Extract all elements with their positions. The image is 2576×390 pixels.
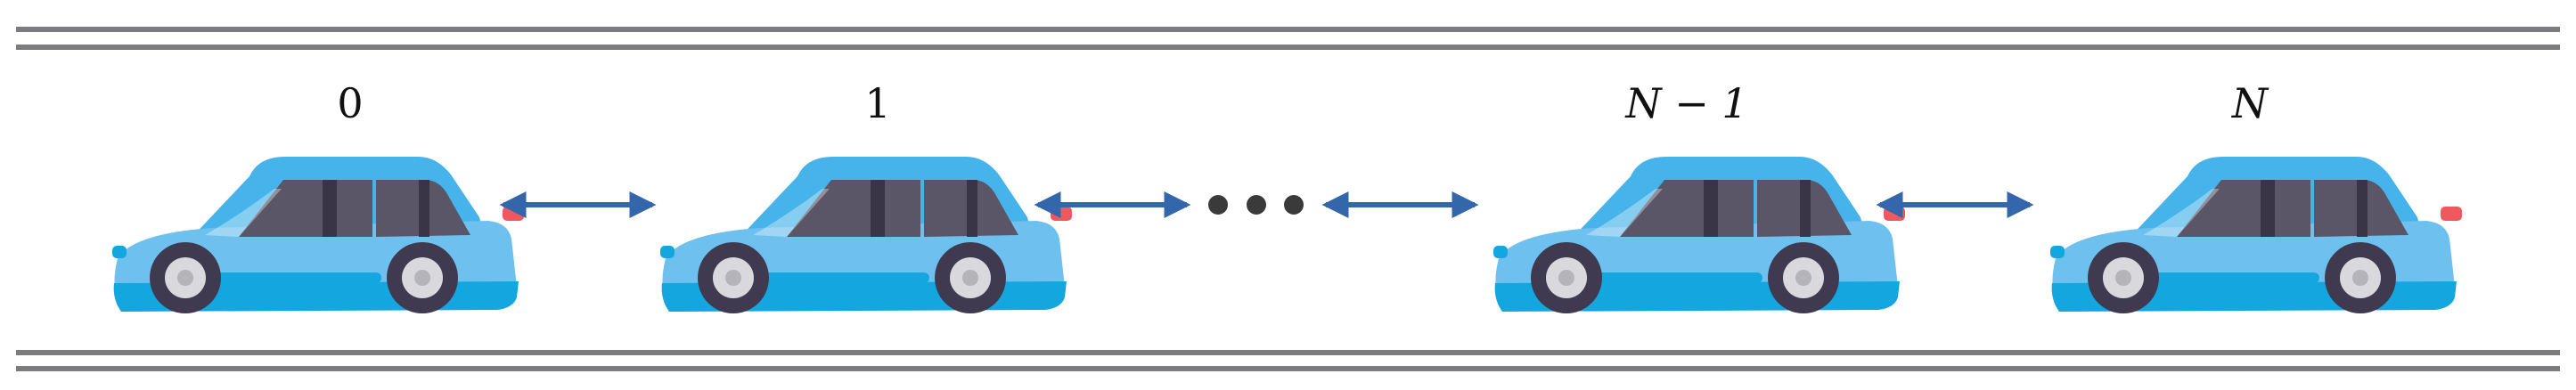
- car-front-window: [239, 180, 372, 237]
- ellipsis-dot: [1284, 195, 1304, 215]
- car-hub: [725, 270, 741, 286]
- car-taillight: [1884, 207, 1905, 221]
- car-hub: [1795, 270, 1811, 286]
- car: [1493, 157, 1905, 313]
- car-windshield-glare: [1586, 189, 1663, 237]
- car-window-pillar-rear: [967, 180, 977, 237]
- car: [2050, 157, 2462, 313]
- vehicle-label: 1: [864, 79, 890, 127]
- ellipsis-dot: [1208, 195, 1228, 215]
- car-window-pillar: [871, 180, 885, 237]
- vehicle-chain: 0 1 N − 1 N: [112, 79, 2462, 313]
- car-front-window: [787, 180, 920, 237]
- car-windshield-glare: [2143, 189, 2220, 237]
- car-headlight: [1493, 246, 1508, 258]
- car: [112, 157, 524, 313]
- car-taillight: [2441, 207, 2462, 221]
- road-top-line-outer: [16, 27, 2560, 32]
- vehicle-label: 0: [337, 79, 363, 127]
- car-side-stripe: [760, 272, 929, 283]
- ellipsis-dot: [1247, 195, 1266, 215]
- car-windshield-glare: [753, 189, 830, 237]
- road: [16, 27, 2560, 371]
- car-hub: [414, 270, 430, 286]
- car-window-pillar: [1704, 180, 1718, 237]
- vehicle-label: N − 1: [1624, 79, 1747, 127]
- car-taillight: [1051, 207, 1072, 221]
- road-bottom-line-inner: [16, 350, 2560, 355]
- car-windshield-glare: [205, 189, 282, 237]
- car-taillight: [503, 207, 524, 221]
- car-side-stripe: [212, 272, 381, 283]
- vehicle-label: N: [2231, 79, 2269, 127]
- road-top-line-inner: [16, 45, 2560, 50]
- car-side-stripe: [1593, 272, 1762, 283]
- car-headlight: [112, 246, 127, 258]
- car-front-window: [2177, 180, 2310, 237]
- car-hub: [2352, 270, 2368, 286]
- car-front-window: [1620, 180, 1754, 237]
- car-window-pillar-rear: [419, 180, 429, 237]
- car-hub: [1558, 270, 1574, 286]
- car-window-pillar: [323, 180, 337, 237]
- road-bottom-line-outer: [16, 366, 2560, 371]
- car-hub: [2115, 270, 2131, 286]
- car-hub: [177, 270, 193, 286]
- car-window-pillar: [2261, 180, 2275, 237]
- car-window-pillar-rear: [2357, 180, 2367, 237]
- car-window-pillar-rear: [1800, 180, 1811, 237]
- car: [660, 157, 1072, 313]
- car-side-stripe: [2150, 272, 2319, 283]
- car-hub: [962, 270, 978, 286]
- car-headlight: [2050, 246, 2065, 258]
- car-headlight: [660, 246, 675, 258]
